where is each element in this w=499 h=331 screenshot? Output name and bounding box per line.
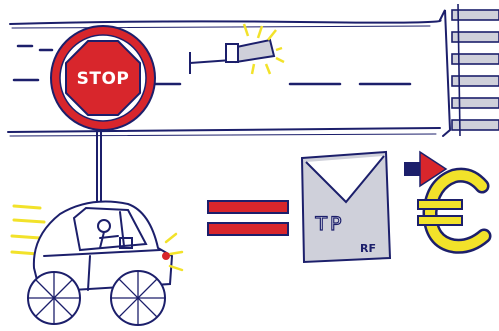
car (12, 202, 182, 325)
envelope-icon: TP RF (302, 152, 390, 262)
speed-camera-icon (190, 24, 284, 74)
stop-sign-text: STOP (77, 69, 130, 89)
stop-sign: STOP (51, 26, 155, 210)
equals-sign (208, 201, 288, 235)
pedestrian-crossing (452, 4, 499, 136)
euro-icon: € (418, 175, 484, 246)
envelope-letters: TP (314, 213, 344, 235)
envelope-mark: RF (360, 242, 376, 255)
